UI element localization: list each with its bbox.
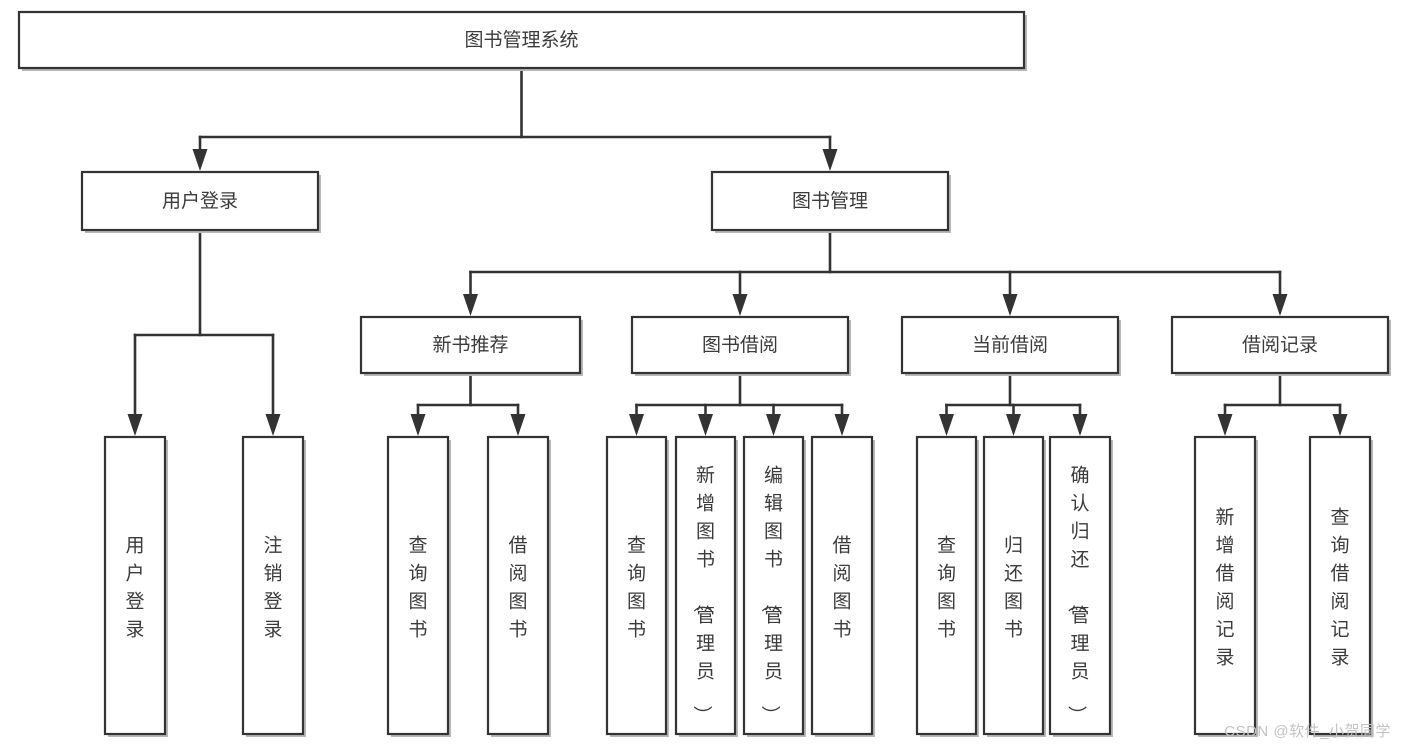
node-current-borrow[interactable]: 当前借阅 [900,315,1121,376]
node-box[interactable] [1048,435,1112,736]
node-label: 图书管理系统 [464,29,578,51]
node-box[interactable] [810,435,874,736]
node-label: 借阅图书 [508,534,527,640]
node-borrow-record[interactable]: 借阅记录 [1170,315,1391,376]
node-label: 新增图书（管理员） [691,464,715,724]
node-leaf-confirm-return[interactable]: 确认归还（管理员） [1048,435,1113,737]
node-label: 查询图书 [937,534,956,640]
connector-group-borrow-record [1217,371,1348,436]
node-label: 图书管理 [792,190,868,212]
connector-group-current-borrow [939,371,1088,436]
connector-layer [127,66,1348,436]
node-box[interactable] [605,435,668,736]
node-box[interactable] [359,315,582,375]
node-box[interactable] [103,435,167,736]
connector-group-new-book-rec [410,371,526,436]
arrow-head-icon [1217,414,1233,436]
arrow-head-icon [1332,414,1348,436]
node-box[interactable] [915,435,978,736]
arrow-head-icon [698,414,713,436]
node-box[interactable] [80,170,320,232]
arrow-head-icon [265,414,281,436]
node-label: 注销登录 [263,534,282,640]
node-box[interactable] [17,10,1026,70]
node-box[interactable] [1193,435,1257,736]
node-leaf-user-login[interactable]: 用户登录 [103,435,168,737]
node-label: 用户登录 [125,535,144,640]
node-box[interactable] [710,170,950,232]
node-box[interactable] [742,435,805,736]
arrow-head-icon [939,414,954,436]
node-label: 新增借阅记录 [1215,506,1234,668]
arrow-head-icon [192,149,208,171]
arrow-head-icon [127,414,143,436]
arrow-head-icon [1072,414,1088,436]
connector-group-root [192,66,838,171]
node-label: 查询图书 [627,534,646,640]
node-label: 查询借阅记录 [1330,506,1349,668]
node-box[interactable] [900,315,1120,375]
node-leaf-add-book[interactable]: 新增图书（管理员） [674,435,738,737]
node-box[interactable] [1170,315,1390,375]
node-box[interactable] [486,435,550,736]
arrow-head-icon [510,414,526,436]
node-layer: 图书管理系统用户登录图书管理新书推荐图书借阅当前借阅借阅记录用户登录注销登录查询… [17,10,1391,737]
node-root[interactable]: 图书管理系统 [17,10,1027,71]
node-book-borrow[interactable]: 图书借阅 [630,315,851,376]
node-label: 确认归还（管理员） [1065,464,1089,724]
arrow-head-icon [410,414,426,436]
node-user-login[interactable]: 用户登录 [80,170,321,233]
node-leaf-borrow-book[interactable]: 借阅图书 [810,435,875,737]
arrow-head-icon [834,414,850,436]
node-leaf-query-book-cur[interactable]: 查询图书 [915,435,979,737]
node-leaf-logout[interactable]: 注销登录 [241,435,306,737]
connector-group-book-manage [463,228,1288,316]
node-leaf-edit-book[interactable]: 编辑图书（管理员） [742,435,806,737]
connector-group-book-borrow [629,371,850,436]
node-book-manage[interactable]: 图书管理 [710,170,951,233]
node-leaf-query-record[interactable]: 查询借阅记录 [1308,435,1373,737]
arrow-head-icon [629,414,644,436]
node-label: 归还图书 [1004,534,1023,640]
arrow-head-icon [1006,414,1021,436]
node-box[interactable] [1308,435,1372,736]
node-box[interactable] [674,435,737,736]
node-box[interactable] [982,435,1045,736]
arrow-head-icon [1272,294,1288,316]
arrow-head-icon [732,294,748,316]
arrow-head-icon [1002,294,1018,316]
arrow-head-icon [822,149,838,171]
node-label: 图书借阅 [702,334,778,356]
node-leaf-add-record[interactable]: 新增借阅记录 [1193,435,1258,737]
node-new-book-rec[interactable]: 新书推荐 [359,315,583,376]
node-leaf-borrow-book-rec[interactable]: 借阅图书 [486,435,551,737]
node-label: 借阅图书 [832,534,851,640]
connector-group-user-login [127,228,281,436]
node-label: 编辑图书（管理员） [759,464,783,724]
node-box[interactable] [630,315,850,375]
node-leaf-query-book-rec[interactable]: 查询图书 [386,435,451,737]
watermark-label: CSDN @软件_小贺同学 [1224,723,1391,740]
node-leaf-return-book[interactable]: 归还图书 [982,435,1046,737]
arrow-head-icon [463,294,478,316]
node-label: 当前借阅 [972,334,1048,356]
node-leaf-query-book[interactable]: 查询图书 [605,435,669,737]
node-box[interactable] [241,435,305,736]
node-label: 查询图书 [408,534,427,640]
node-label: 新书推荐 [432,334,508,356]
node-label: 用户登录 [162,190,238,212]
arrow-head-icon [766,414,781,436]
node-label: 借阅记录 [1242,334,1318,356]
node-box[interactable] [386,435,450,736]
